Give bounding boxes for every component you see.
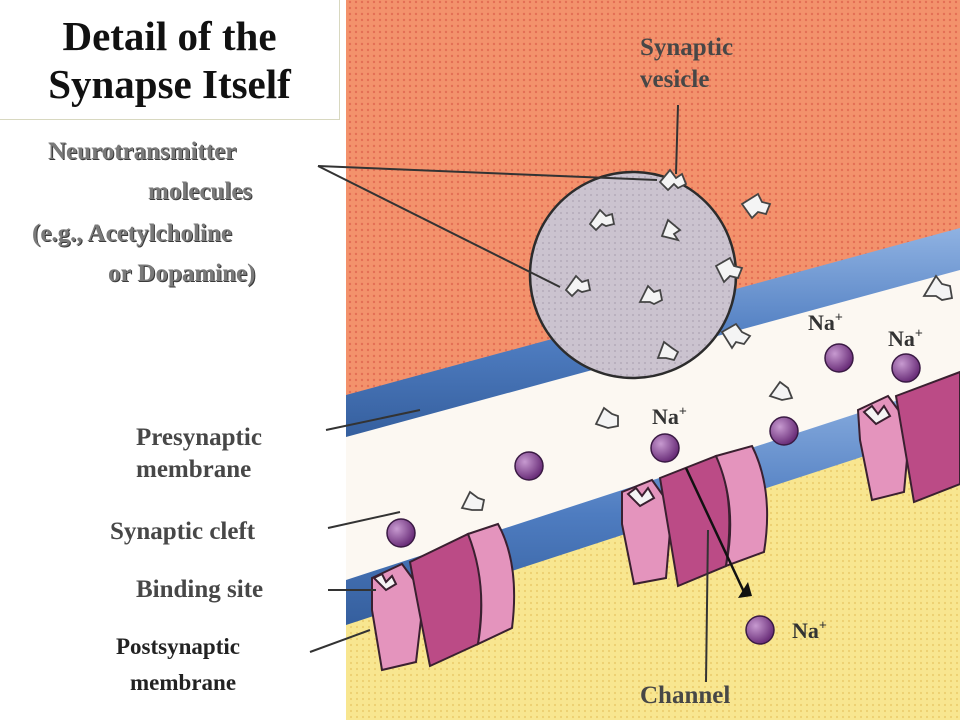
vesicle-pointer-line — [675, 104, 679, 175]
postsynaptic-membrane-label-line1: Postsynaptic — [116, 634, 240, 659]
molecule — [656, 340, 680, 362]
presynaptic-membrane-label-line2: membrane — [136, 456, 252, 483]
ion-flow-arrowhead — [738, 582, 752, 598]
sodium-ion — [891, 353, 921, 383]
sodium-label: Na+ — [888, 326, 923, 352]
sodium-ion — [824, 343, 854, 373]
sodium-charge: + — [678, 404, 687, 420]
receptor-channel-right — [856, 370, 960, 504]
receptor-channel-left — [371, 522, 516, 672]
sodium-ion — [745, 615, 775, 645]
pointer-lines — [309, 165, 709, 683]
sodium-charge: + — [818, 618, 827, 634]
slide-title: Detail of the Synapse Itself — [0, 0, 340, 120]
molecule — [460, 490, 486, 511]
synaptic-vesicle-label-line1: Synaptic — [640, 34, 734, 61]
sodium-charge: + — [834, 310, 843, 326]
title-line-1: Detail of the — [62, 13, 277, 59]
sodium-charge: + — [914, 326, 923, 342]
sodium-label: Na+ — [792, 618, 827, 644]
receptor-channel-center — [621, 444, 769, 588]
neurotransmitter-label-line3: (e.g., Acetylcholine — [32, 220, 232, 247]
neurotransmitter-molecules — [564, 168, 772, 362]
channel-label: Channel — [640, 682, 731, 709]
synaptic-vesicle-label-line2: vesicle — [640, 66, 710, 93]
molecule — [768, 380, 794, 401]
molecule — [922, 274, 954, 301]
cleft-molecules — [460, 274, 954, 511]
molecule — [720, 322, 752, 350]
postsynaptic-membrane-label-line2: membrane — [130, 670, 237, 695]
molecule — [740, 192, 772, 220]
channel-pointer — [705, 529, 709, 683]
synaptic-vesicle — [528, 170, 738, 380]
molecule — [660, 218, 682, 242]
sodium-symbol: Na — [888, 326, 915, 351]
sodium-symbol: Na — [808, 310, 835, 335]
sodium-ion — [514, 451, 544, 481]
presynaptic-pointer — [325, 409, 421, 431]
presynaptic-membrane-label-line1: Presynaptic — [136, 424, 262, 451]
title-line-2: Synapse Itself — [48, 61, 291, 107]
molecule — [564, 274, 592, 298]
neurotransmitter-pointer-2 — [317, 165, 561, 288]
molecule — [658, 168, 688, 192]
sodium-ion — [650, 433, 680, 463]
sodium-label: Na+ — [808, 310, 843, 336]
molecule — [714, 256, 744, 284]
synaptic-cleft-label: Synaptic cleft — [110, 518, 256, 545]
neurotransmitter-pointer-1 — [317, 165, 658, 181]
cleft-pointer — [327, 511, 401, 529]
binding-site-label: Binding site — [136, 576, 264, 603]
postsynaptic-pointer — [309, 629, 371, 653]
neurotransmitter-label-line4: or Dopamine) — [108, 260, 256, 287]
sodium-ion — [386, 518, 416, 548]
sodium-ions — [386, 343, 921, 645]
molecule — [638, 284, 664, 306]
sodium-label: Na+ — [652, 404, 687, 430]
molecule — [588, 208, 616, 232]
diagram-white-margin — [0, 0, 346, 720]
sodium-symbol: Na — [792, 618, 819, 643]
molecule — [594, 406, 619, 429]
neurotransmitter-label-line1: Neurotransmitter — [48, 138, 237, 165]
sodium-symbol: Na — [652, 404, 679, 429]
neurotransmitter-label-line2: molecules — [148, 178, 253, 205]
sodium-ion — [769, 416, 799, 446]
ion-flow-arrow — [684, 467, 746, 593]
synaptic-cleft — [346, 230, 960, 580]
